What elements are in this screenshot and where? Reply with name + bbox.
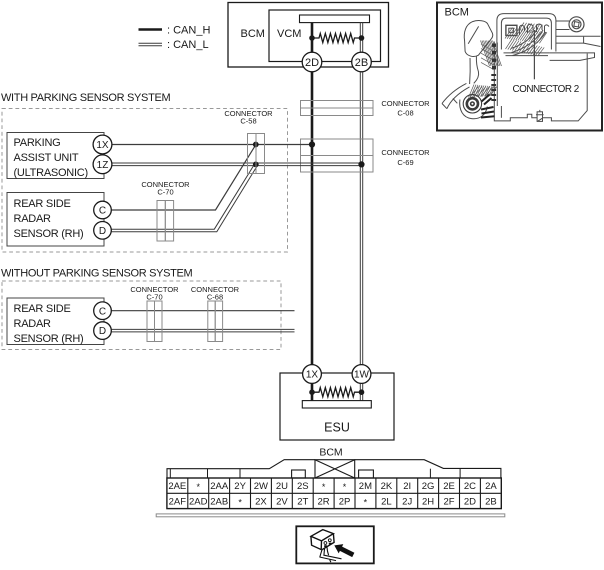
svg-text:CONNECTOR: CONNECTOR bbox=[381, 148, 430, 157]
svg-text:ESU: ESU bbox=[324, 421, 350, 435]
svg-text:2H: 2H bbox=[422, 496, 434, 507]
svg-text:CONNECTOR: CONNECTOR bbox=[130, 285, 179, 294]
svg-text:2AF: 2AF bbox=[169, 496, 187, 507]
svg-text:REAR SIDE: REAR SIDE bbox=[14, 303, 71, 315]
svg-text:2E: 2E bbox=[443, 481, 455, 492]
svg-text:C-70: C-70 bbox=[157, 188, 173, 197]
svg-text:: CAN_L: : CAN_L bbox=[167, 39, 209, 51]
svg-text:2T: 2T bbox=[297, 496, 308, 507]
svg-text:*: * bbox=[196, 482, 200, 492]
svg-text:2D: 2D bbox=[305, 57, 319, 69]
svg-text:C-69: C-69 bbox=[397, 158, 413, 167]
svg-text:CONNECTOR: CONNECTOR bbox=[224, 109, 273, 118]
svg-text:*: * bbox=[322, 482, 326, 492]
svg-text:2P: 2P bbox=[339, 496, 351, 507]
svg-text:D: D bbox=[99, 226, 106, 237]
svg-text:CONNECTOR 2: CONNECTOR 2 bbox=[513, 84, 579, 95]
svg-text:2A: 2A bbox=[485, 481, 497, 492]
svg-text:2AA: 2AA bbox=[210, 481, 229, 492]
svg-text:1W: 1W bbox=[354, 370, 370, 381]
svg-text:CONNECTOR: CONNECTOR bbox=[191, 285, 240, 294]
svg-text:2M: 2M bbox=[359, 481, 372, 492]
svg-text:2K: 2K bbox=[381, 481, 393, 492]
svg-text:2X: 2X bbox=[255, 496, 267, 507]
svg-text:C: C bbox=[99, 306, 106, 317]
svg-text:2W: 2W bbox=[254, 481, 268, 492]
svg-text:C: C bbox=[99, 206, 106, 217]
svg-text:*: * bbox=[364, 498, 368, 508]
svg-text:ASSIST UNIT: ASSIST UNIT bbox=[14, 152, 79, 164]
svg-text:2G: 2G bbox=[422, 481, 435, 492]
svg-text:1X: 1X bbox=[96, 140, 109, 151]
svg-text:WITH PARKING SENSOR SYSTEM: WITH PARKING SENSOR SYSTEM bbox=[1, 92, 170, 104]
svg-text:D: D bbox=[99, 326, 106, 337]
svg-text:REAR SIDE: REAR SIDE bbox=[14, 198, 71, 210]
svg-text:C-08: C-08 bbox=[397, 109, 413, 118]
svg-text:2S: 2S bbox=[297, 481, 309, 492]
svg-text:SENSOR (RH): SENSOR (RH) bbox=[14, 333, 84, 345]
svg-text:C-68: C-68 bbox=[207, 293, 223, 302]
svg-text:WITHOUT PARKING SENSOR SYSTEM: WITHOUT PARKING SENSOR SYSTEM bbox=[1, 268, 193, 280]
svg-text:: CAN_H: : CAN_H bbox=[167, 25, 210, 37]
svg-text:2AE: 2AE bbox=[168, 481, 186, 492]
svg-text:C-58: C-58 bbox=[240, 117, 256, 126]
svg-text:2J: 2J bbox=[402, 496, 412, 507]
svg-text:2V: 2V bbox=[276, 496, 288, 507]
svg-text:BCM: BCM bbox=[319, 447, 342, 459]
svg-text:2D: 2D bbox=[464, 496, 476, 507]
svg-text:PARKING: PARKING bbox=[14, 137, 61, 149]
svg-text:2Y: 2Y bbox=[234, 481, 246, 492]
svg-text:CONNECTOR: CONNECTOR bbox=[141, 180, 190, 189]
svg-text:2F: 2F bbox=[443, 496, 454, 507]
svg-text:1X: 1X bbox=[306, 370, 319, 381]
svg-text:CONNECTOR: CONNECTOR bbox=[381, 99, 430, 108]
svg-text:2C: 2C bbox=[464, 481, 476, 492]
svg-text:*: * bbox=[343, 482, 347, 492]
svg-text:BCM: BCM bbox=[241, 28, 265, 40]
svg-text:2I: 2I bbox=[403, 481, 411, 492]
svg-text:VCM: VCM bbox=[277, 28, 301, 40]
svg-text:2AB: 2AB bbox=[210, 496, 228, 507]
svg-text:2L: 2L bbox=[381, 496, 392, 507]
svg-text:2B: 2B bbox=[485, 496, 497, 507]
svg-text:1Z: 1Z bbox=[97, 160, 109, 171]
svg-text:2AD: 2AD bbox=[189, 496, 208, 507]
svg-text:SENSOR (RH): SENSOR (RH) bbox=[14, 228, 84, 240]
svg-text:2U: 2U bbox=[276, 481, 288, 492]
svg-text:2R: 2R bbox=[318, 496, 330, 507]
svg-text:BCM: BCM bbox=[445, 7, 469, 19]
svg-text:C-70: C-70 bbox=[146, 293, 162, 302]
svg-text:(ULTRASONIC): (ULTRASONIC) bbox=[14, 167, 88, 179]
svg-text:RADAR: RADAR bbox=[14, 318, 52, 330]
svg-text:RADAR: RADAR bbox=[14, 213, 52, 225]
svg-text:*: * bbox=[238, 498, 242, 508]
svg-text:2B: 2B bbox=[355, 57, 368, 69]
